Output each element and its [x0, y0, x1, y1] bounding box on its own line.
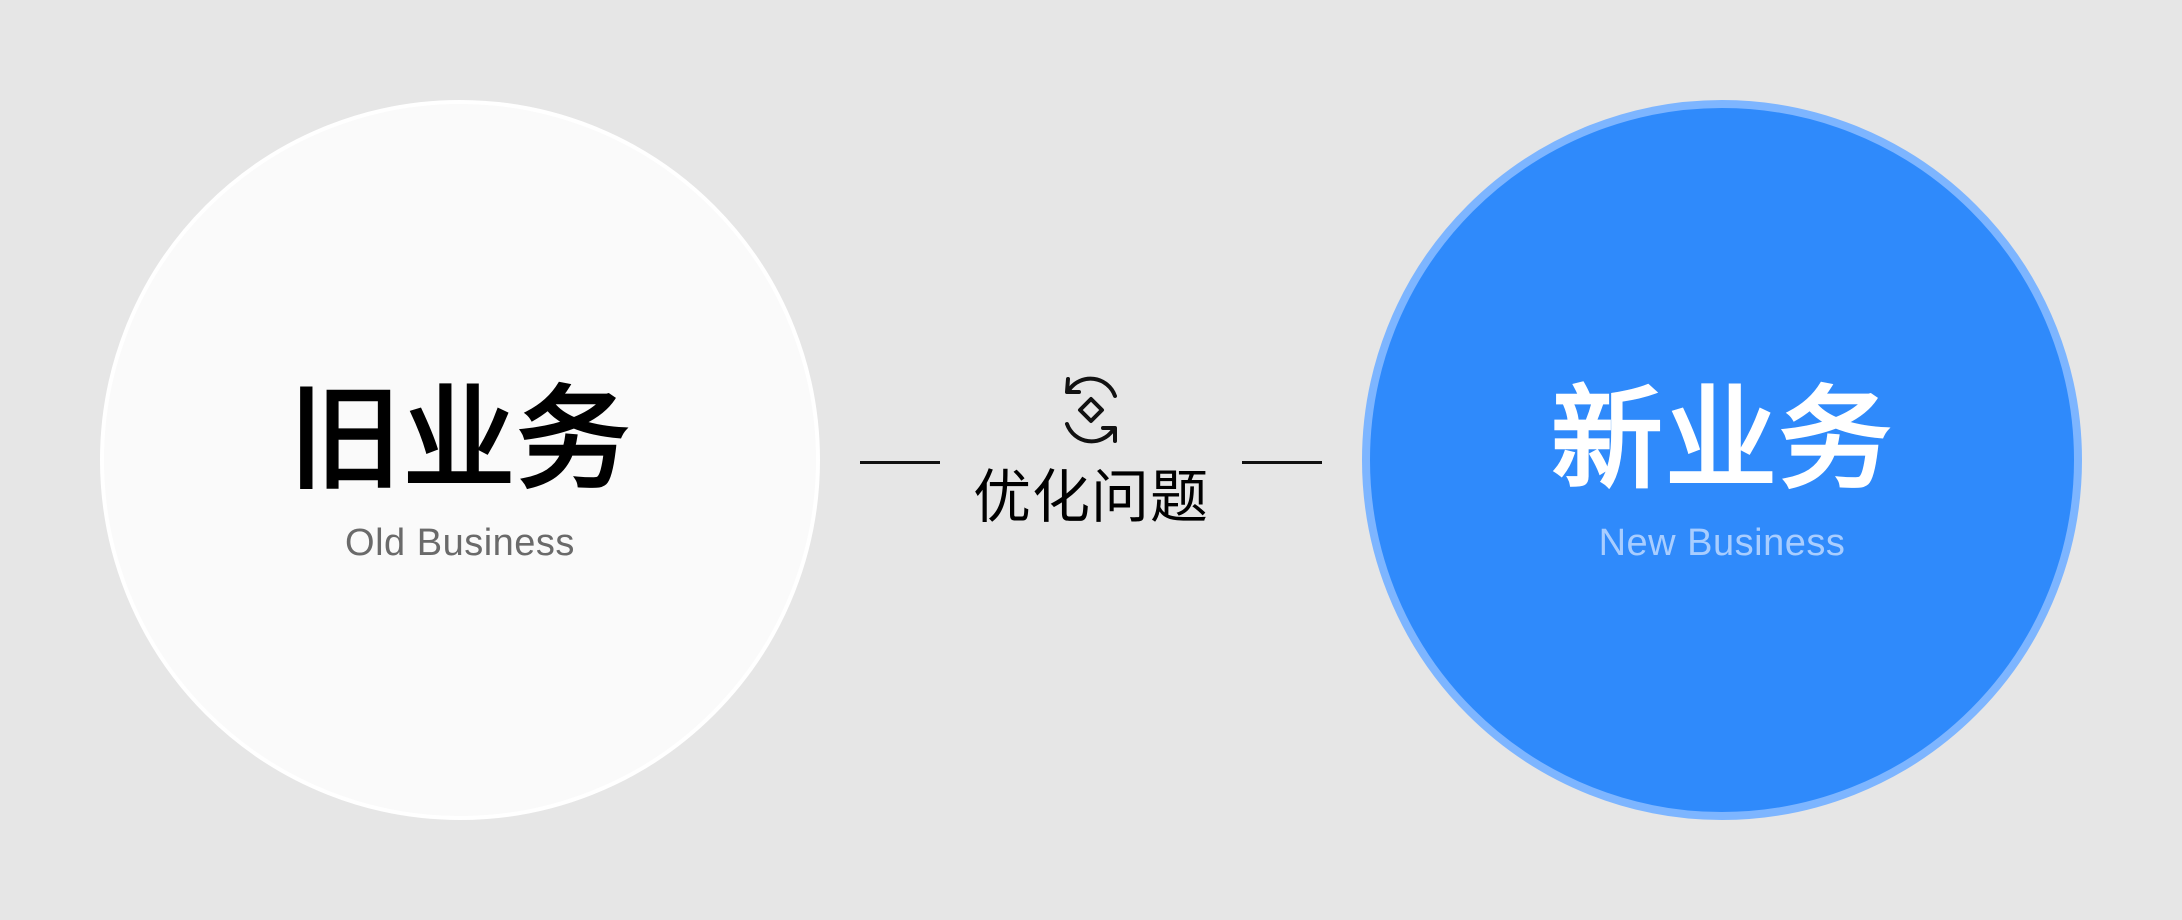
- rotate-diamond-icon: [1065, 376, 1117, 444]
- connector-line-right: [1242, 461, 1322, 464]
- new-business-content: 新业务 New Business: [1370, 108, 2074, 812]
- optimization-label: 优化问题: [972, 463, 1209, 531]
- old-business-circle: 旧业务 Old Business: [100, 100, 820, 820]
- new-business-subtitle: New Business: [1598, 522, 1846, 564]
- old-business-subtitle: Old Business: [345, 522, 575, 564]
- optimization-label-block: 优化问题: [960, 370, 1222, 550]
- connector-line-left: [860, 461, 940, 464]
- new-business-title: 新业务: [1551, 375, 1893, 505]
- old-business-title: 旧业务: [289, 375, 631, 505]
- old-business-content: 旧业务 Old Business: [104, 104, 816, 816]
- new-business-circle: 新业务 New Business: [1362, 100, 2082, 820]
